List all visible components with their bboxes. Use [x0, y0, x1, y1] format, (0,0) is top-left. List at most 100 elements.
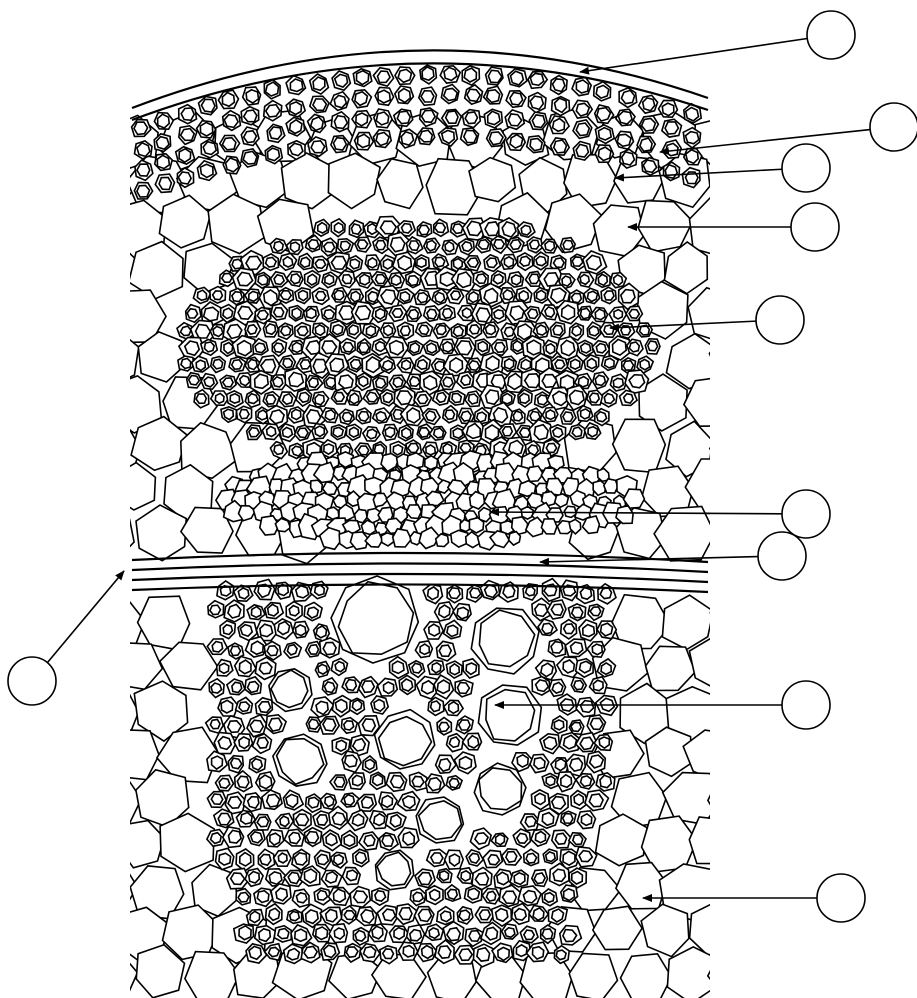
- xylem-tracheid: [218, 697, 238, 716]
- parenchyma-cell: [713, 512, 754, 560]
- sclerenchyma-fibre: [440, 374, 455, 390]
- sclerenchyma-fibre: [422, 409, 440, 425]
- xylem-tracheid: [587, 642, 605, 658]
- sclerenchyma-fibre: [271, 304, 288, 321]
- xylem-tracheid: [320, 794, 336, 810]
- sclerenchyma-fibre: [295, 288, 310, 304]
- sieve-tube-cell: [555, 494, 569, 507]
- sclerenchyma-fibre: [255, 273, 269, 289]
- xylem-tracheid: [254, 579, 275, 599]
- xylem-tracheid: [483, 850, 502, 867]
- sclerenchyma-fibre: [637, 323, 653, 337]
- xylem-tracheid: [267, 830, 284, 847]
- collenchyma-cell: [264, 80, 280, 99]
- collenchyma-cell: [595, 145, 613, 162]
- sclerenchyma-fibre: [349, 220, 363, 237]
- collenchyma-cell: [308, 114, 326, 132]
- xylem-tracheid: [446, 776, 462, 790]
- callout-circle: [807, 11, 855, 59]
- callout-cambium: [758, 532, 806, 580]
- collenchyma-cell: [615, 131, 633, 149]
- sclerenchyma-fibre: [270, 375, 286, 390]
- xylem-tracheid: [409, 661, 425, 678]
- sclerenchyma-fibre: [340, 339, 355, 355]
- sclerenchyma-fibre: [363, 389, 380, 404]
- callout-phloem: [782, 490, 830, 538]
- sclerenchyma-fibre: [610, 273, 626, 288]
- xylem-tracheid: [320, 638, 340, 658]
- sclerenchyma-fibre: [560, 238, 575, 253]
- parenchyma-cell: [377, 159, 423, 209]
- sclerenchyma-fibre: [355, 237, 371, 252]
- sclerenchyma-fibre: [263, 392, 279, 407]
- collenchyma-cell: [218, 90, 238, 108]
- xylem-tracheid: [341, 793, 359, 807]
- xylem-tracheid: [330, 775, 347, 790]
- xylem-tracheid: [224, 600, 244, 622]
- xylem-tracheid: [255, 657, 275, 679]
- collenchyma-cell: [375, 87, 394, 105]
- xylem-tracheid: [371, 696, 388, 714]
- xylem-tracheid: [426, 774, 445, 793]
- sclerenchyma-fibre: [465, 391, 481, 407]
- sclerenchyma-fibre: [433, 390, 450, 405]
- xylem-tracheid: [234, 734, 252, 751]
- sclerenchyma-fibre: [210, 287, 226, 304]
- xylem-tracheid: [379, 792, 397, 810]
- xylem-tracheid: [423, 584, 442, 603]
- xylem-tracheid: [428, 697, 444, 715]
- callout-xylem: [782, 681, 830, 729]
- xylem-tracheid: [428, 660, 444, 674]
- xylem-tracheid: [465, 886, 482, 903]
- xylem-tracheid: [436, 755, 456, 773]
- xylem-tracheid: [359, 677, 378, 698]
- collenchyma-cell: [220, 135, 240, 151]
- xylem-tracheid: [341, 831, 357, 850]
- parenchyma-cell: [646, 646, 696, 690]
- xylem-tracheid: [561, 811, 576, 826]
- sclerenchyma-fibre: [415, 355, 431, 373]
- callout-circle: [8, 657, 56, 705]
- xylem-tracheid: [234, 585, 253, 601]
- sclerenchyma-fibre: [338, 239, 354, 254]
- sclerenchyma-fibre: [483, 322, 499, 338]
- xylem-tracheid: [341, 906, 355, 924]
- xylem-tracheid: [304, 602, 322, 620]
- collenchyma-cell: [330, 92, 349, 111]
- xylem-tracheid: [552, 830, 571, 848]
- collenchyma-cell: [506, 91, 526, 108]
- xylem-tracheid: [206, 717, 224, 733]
- xylem-tracheid: [341, 718, 357, 734]
- xylem-tracheid: [579, 620, 597, 641]
- sclerenchyma-fibre: [408, 341, 424, 355]
- sclerenchyma-fibre: [424, 238, 440, 253]
- sclerenchyma-fibre: [440, 305, 456, 321]
- sclerenchyma-fibre: [550, 322, 565, 338]
- xylem-tracheid: [332, 696, 352, 717]
- sclerenchyma-fibre: [372, 306, 387, 322]
- xylem-tracheid: [372, 888, 389, 905]
- parenchyma-cell: [88, 160, 133, 210]
- xylem-tracheid: [286, 602, 302, 621]
- xylem-tracheid: [266, 869, 286, 886]
- xylem-tracheid: [444, 700, 463, 715]
- xylem-tracheid: [350, 698, 365, 714]
- sclerenchyma-fibre: [584, 355, 599, 372]
- collenchyma-cell: [637, 136, 655, 152]
- xylem-tracheid: [207, 639, 227, 654]
- xylem-tracheid: [390, 657, 409, 679]
- xylem-tracheid: [551, 716, 567, 733]
- sclerenchyma-fibre: [305, 271, 320, 288]
- sclerenchyma-fibre: [347, 322, 362, 338]
- collenchyma-cell: [135, 141, 153, 159]
- collenchyma-cell: [176, 147, 195, 164]
- collenchyma-cell: [640, 116, 659, 133]
- sclerenchyma-fibre: [584, 288, 600, 303]
- collenchyma-cell: [310, 74, 329, 94]
- xylem-tracheid: [386, 812, 406, 830]
- sclerenchyma-fibre: [434, 219, 449, 236]
- sclerenchyma-fibre: [373, 237, 389, 253]
- sclerenchyma-fibre: [447, 288, 464, 304]
- sieve-tube-cell: [373, 493, 388, 506]
